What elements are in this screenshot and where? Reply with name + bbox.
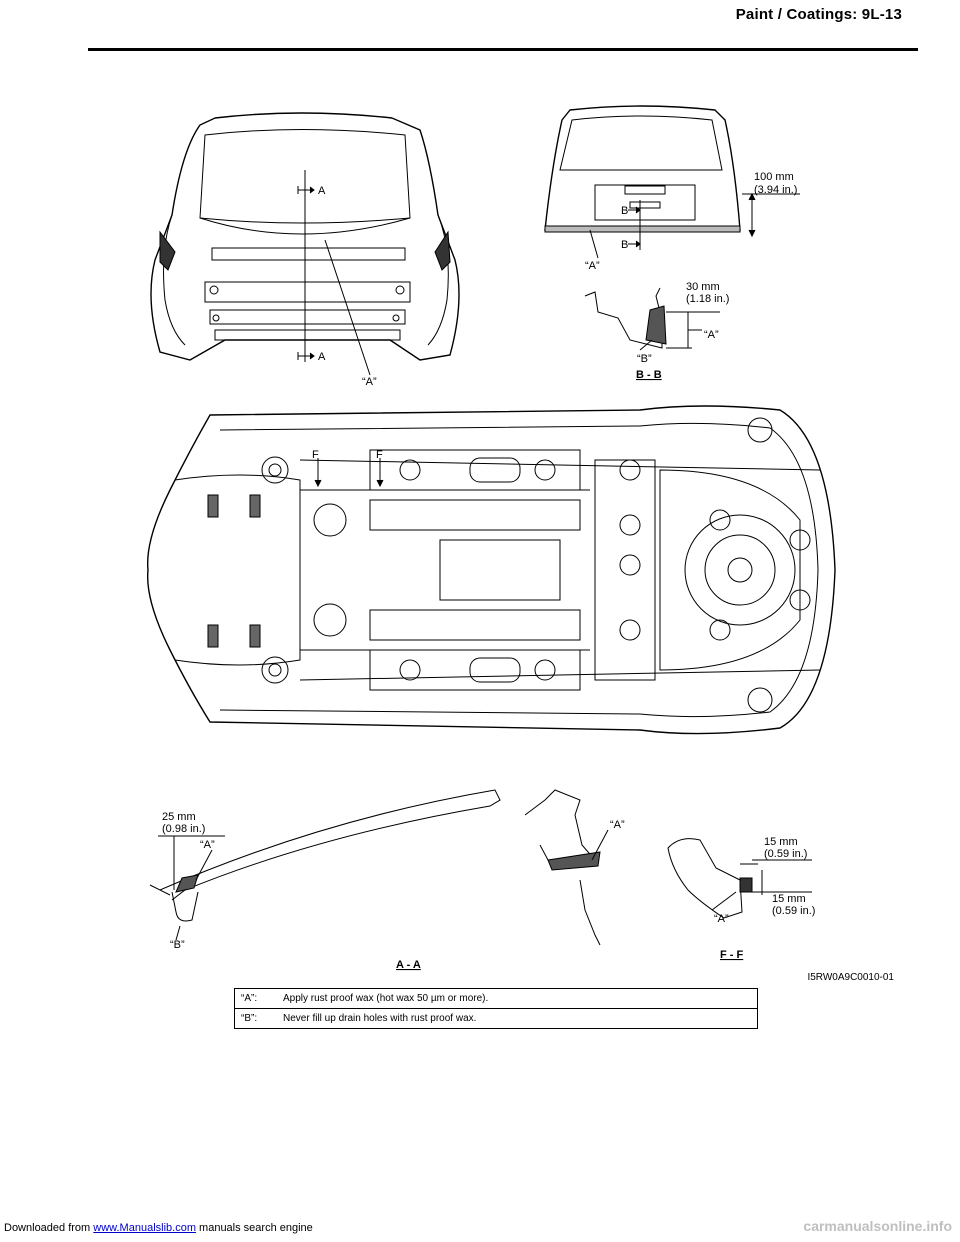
dim-15-in-bottom: (0.59 in.): [772, 905, 815, 917]
section-aa-title: A - A: [396, 959, 421, 971]
dim-30-in: (1.18 in.): [686, 293, 729, 305]
manualslib-link[interactable]: www.Manualslib.com: [93, 1222, 196, 1234]
back-door-view: [544, 105, 800, 259]
section-aa-center: [524, 789, 609, 946]
aa-a-label: “A”: [200, 839, 215, 851]
note-text: Never fill up drain holes with rust proo…: [277, 1008, 758, 1029]
section-a-bottom-label: A: [318, 351, 326, 363]
underbody-view: [146, 405, 836, 735]
rear-body-view: [150, 112, 460, 376]
notes-table: “A”: Apply rust proof wax (hot wax 50 µm…: [234, 988, 758, 1029]
section-bb: [584, 287, 720, 351]
section-f-right-label: F: [376, 449, 383, 461]
note-key: “B”:: [234, 1008, 277, 1029]
footer-prefix: Downloaded from: [4, 1222, 94, 1234]
dim-15-in-top: (0.59 in.): [764, 848, 807, 860]
dim-30-mm: 30 mm: [686, 281, 720, 293]
footer-suffix: manuals search engine: [195, 1222, 313, 1234]
note-text: Apply rust proof wax (hot wax 50 µm or m…: [277, 988, 758, 1009]
page-title: Paint / Coatings: 9L-13: [735, 6, 902, 23]
notes-row: “A”: Apply rust proof wax (hot wax 50 µm…: [234, 988, 758, 1009]
dim-15-mm-bottom: 15 mm: [772, 893, 806, 905]
header-rule: [88, 48, 918, 51]
dim-25-mm: 25 mm: [162, 811, 196, 823]
section-aa: [149, 789, 501, 941]
section-b-top-label: B: [621, 205, 628, 217]
section-f-left-label: F: [312, 449, 319, 461]
ff-a-label: “A”: [714, 913, 729, 925]
section-bb-title: B - B: [636, 369, 662, 381]
aa-b-label: “B”: [170, 939, 185, 951]
bb-a-label: “A”: [704, 329, 719, 341]
figure-reference-code: I5RW0A9C0010-01: [807, 972, 894, 983]
page-header: Paint / Coatings: 9L-13: [88, 0, 918, 56]
dim-100-in: (3.94 in.): [754, 184, 797, 196]
section-ff-title: F - F: [720, 949, 743, 961]
dim-15-mm-top: 15 mm: [764, 836, 798, 848]
watermark: carmanualsonline.info: [803, 1218, 952, 1234]
notes-row: “B”: Never fill up drain holes with rust…: [234, 1008, 758, 1029]
section-ff: [667, 838, 812, 919]
download-footer: Downloaded from www.Manualslib.com manua…: [4, 1222, 313, 1234]
section-a-top-label: A: [318, 185, 326, 197]
back-door-a-label: “A”: [585, 260, 600, 272]
bb-b-label: “B”: [637, 353, 652, 365]
rear-view-a-label: “A”: [362, 376, 377, 388]
dim-25-in: (0.98 in.): [162, 823, 205, 835]
section-b-bottom-label: B: [621, 239, 628, 251]
aa-center-a-label: “A”: [610, 819, 625, 831]
dim-100-mm: 100 mm: [754, 171, 794, 183]
note-key: “A”:: [234, 988, 277, 1009]
